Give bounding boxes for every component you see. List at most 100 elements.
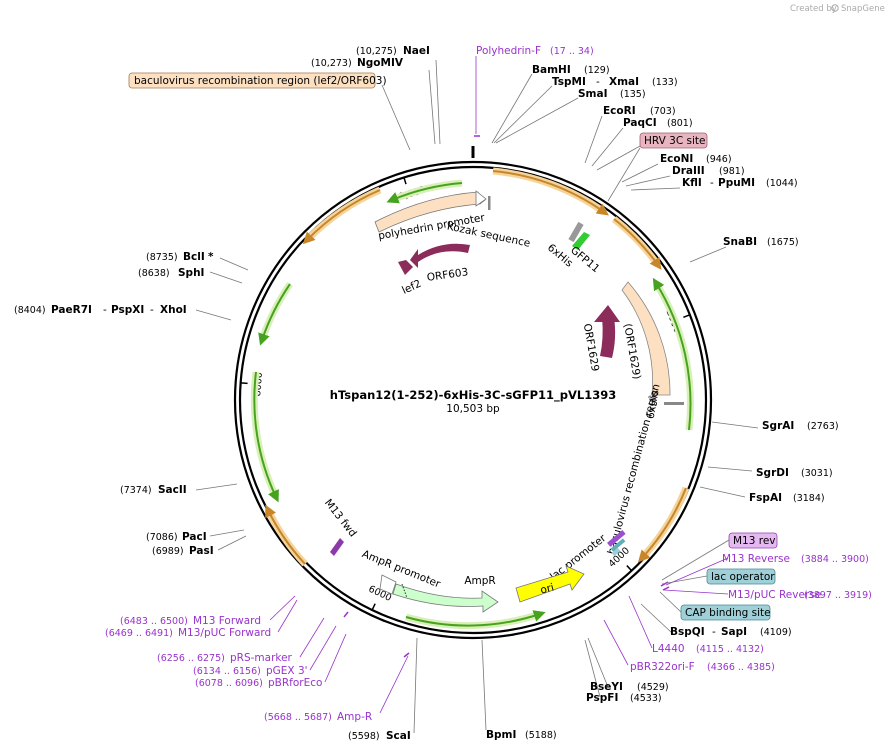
lac-mark-2 <box>610 538 626 552</box>
primer-pbr322ori-f-range: (4366 .. 4385) <box>707 662 775 673</box>
lac-mark-3 <box>611 547 621 557</box>
primer-labels: Polyhedrin-F (17 .. 34) M13 Reverse (388… <box>105 45 872 723</box>
credit-brand: SnapGene <box>841 4 885 14</box>
ori-label: ori <box>539 582 555 597</box>
backbone-arc-left-upper <box>258 283 291 346</box>
site-naei-pos: (10,275) <box>356 46 397 57</box>
site-sgrai: SgrAI <box>762 420 794 432</box>
site-pasi: PasI <box>189 545 214 557</box>
insert-arc-5 <box>302 189 381 245</box>
primer-pbrforeco-range: (6078 .. 6096) <box>195 678 263 689</box>
bac-recombination-region-arc <box>621 281 671 396</box>
ampr-promoter-arrow <box>379 574 397 595</box>
site-ppumi: PpuMI <box>718 177 755 189</box>
primer-m13puc-reverse: M13/pUC Reverse <box>728 589 821 601</box>
site-sphi-pos: (8638) <box>138 268 170 279</box>
primer-l4440-range: (4115 .. 4132) <box>696 644 764 655</box>
svg-text:-: - <box>710 177 714 189</box>
site-pspfi-pos: (4533) <box>630 693 662 704</box>
snapgene-credit: Created by SnapGene <box>790 4 885 14</box>
polyhedrin-arrow-head <box>475 190 487 207</box>
primer-m13-reverse-range: (3884 .. 3900) <box>801 554 869 565</box>
his-tag-right-mark <box>664 402 684 405</box>
ampr-arrow <box>392 583 499 613</box>
site-ecori-pos: (703) <box>650 106 676 117</box>
lac-mark-1 <box>607 530 626 547</box>
site-tspmi: TspMI <box>552 76 586 88</box>
primer-pgex3-range: (6134 .. 6156) <box>193 666 261 677</box>
badge-cap: CAP binding site <box>685 607 771 619</box>
insert-arc-2 <box>613 218 662 270</box>
site-fspai-pos: (3184) <box>793 493 825 504</box>
badge-bac-region-box <box>128 72 376 89</box>
ori-arrow <box>515 565 585 603</box>
enzyme-site-labels: (10,275) NaeI (10,273) NgoMIV BamHI (129… <box>14 45 839 742</box>
orf1629-arrow-head <box>594 305 620 322</box>
primer-amp-r: Amp-R <box>337 711 372 723</box>
badge-lac-operator: lac operator <box>711 571 775 583</box>
m13fwd-label: M13 fwd <box>322 497 359 539</box>
his-top-label: 6xHis <box>545 242 575 270</box>
site-bpmi: BpmI <box>486 729 516 741</box>
ampr-label: AmpR <box>464 575 495 587</box>
site-sgrdi-pos: (3031) <box>801 468 833 479</box>
site-paci-pos: (7086) <box>146 532 178 543</box>
site-sgrai-pos: (2763) <box>807 421 839 432</box>
site-snabi-pos: (1675) <box>767 237 799 248</box>
site-pspxi: PspXI <box>111 304 144 316</box>
site-smai: SmaI <box>578 88 608 100</box>
badge-hrv: HRV 3C site <box>644 135 705 147</box>
primer-m13-forward-range: (6483 .. 6500) <box>120 616 188 627</box>
backbone-arc-top <box>386 182 463 204</box>
tick-mark-2000 <box>683 314 691 319</box>
lef2-arrow <box>398 260 413 275</box>
site-bcli-mark: * <box>208 251 214 263</box>
site-bcli: BclI <box>183 251 205 263</box>
tick-mark-4000 <box>626 565 633 572</box>
site-xmai: XmaI <box>609 76 639 88</box>
feature-arcs <box>250 167 694 630</box>
orf603-label: ORF603 <box>426 266 469 284</box>
site-sphi: SphI <box>178 267 204 279</box>
site-bseyi: BseYI <box>590 681 623 693</box>
primer-prs-marker: pRS-marker <box>230 652 293 664</box>
site-bcli-pos: (8735) <box>146 252 178 263</box>
site-sacii-pos: (7374) <box>120 485 152 496</box>
primer-m13puc-forward: M13/pUC Forward <box>178 627 271 639</box>
his-right-label: 6xHis <box>645 389 662 420</box>
primer-polyhedrin-f: Polyhedrin-F <box>476 45 541 57</box>
site-paqci: PaqCI <box>623 117 657 129</box>
svg-text:-: - <box>103 304 107 316</box>
insert-arc-1 <box>492 170 609 216</box>
backbone-arc-left <box>253 371 279 503</box>
primer-m13puc-reverse-range: (3897 .. 3919) <box>804 590 872 601</box>
plasmid-name: hTspan12(1-252)-6xHis-3C-sGFP11_pVL1393 <box>330 388 616 403</box>
snapgene-logo-icon <box>831 4 839 12</box>
site-scai: ScaI <box>386 730 411 742</box>
primer-polyhedrin-f-range: (17 .. 34) <box>550 46 594 57</box>
orf1629-inner-label: (ORF1629) <box>621 323 643 381</box>
site-ecori: EcoRI <box>603 105 636 117</box>
orf1629-arrow-body <box>600 317 616 358</box>
site-paer7i: PaeR7I <box>51 304 92 316</box>
insert-arc-4 <box>265 504 306 565</box>
badge-hrv-box <box>639 132 708 149</box>
site-bamhi-pos: (129) <box>584 65 610 76</box>
site-fspai: FspAI <box>749 492 782 504</box>
svg-text:-: - <box>150 304 154 316</box>
primer-amp-r-range: (5668 .. 5687) <box>264 712 332 723</box>
site-naei: NaeI <box>403 45 430 57</box>
site-bamhi: BamHI <box>532 64 571 76</box>
lef2-label: lef2 <box>400 278 423 297</box>
badge-m13rev: M13 rev <box>733 535 776 547</box>
tick-mark-10000 <box>403 177 407 185</box>
orf1629-label: ORF1629 <box>581 323 601 373</box>
site-draiii-pos: (981) <box>719 166 745 177</box>
primer-m13puc-forward-range: (6469 .. 6491) <box>105 628 173 639</box>
primer-pbrforeco: pBRforEco <box>268 677 322 689</box>
badge-lac-operator-box <box>706 568 776 585</box>
site-pasi-pos: (6989) <box>152 546 184 557</box>
plasmid-length: 10,503 bp <box>446 403 500 415</box>
primer-prs-marker-range: (6256 .. 6275) <box>157 653 225 664</box>
backbone-inner-strand <box>238 165 708 635</box>
